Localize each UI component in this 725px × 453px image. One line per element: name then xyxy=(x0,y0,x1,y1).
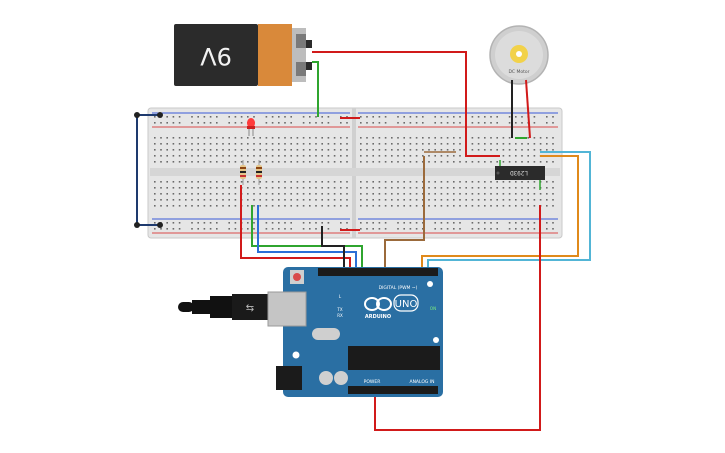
wire-red-resistor xyxy=(240,185,351,272)
breadboard-holes xyxy=(154,116,554,230)
arduino-brand-text: ARDUINO xyxy=(365,314,391,320)
power-label: POWER xyxy=(364,379,381,385)
wire-cyan xyxy=(427,151,591,272)
battery-label: 9V xyxy=(200,42,232,70)
dc-motor[interactable]: DC Motor xyxy=(489,25,549,85)
wire-motor-red xyxy=(525,79,531,139)
wire-green-resistor xyxy=(251,205,363,272)
left-rail-jumper xyxy=(134,112,163,228)
chip-label: L293D xyxy=(510,169,528,176)
wires xyxy=(240,51,591,431)
tx-label: TX xyxy=(336,307,342,312)
resistor-1[interactable] xyxy=(240,160,246,185)
svg-text:⇆: ⇆ xyxy=(246,303,254,314)
wire-red-5v xyxy=(374,205,541,431)
wire-brown xyxy=(384,156,425,272)
wire-battery-negative xyxy=(312,61,319,117)
rx-label: RX xyxy=(337,313,343,318)
analog-label: ANALOG IN xyxy=(409,379,434,385)
usb-cable: ⇆ xyxy=(178,294,268,320)
led-red[interactable] xyxy=(247,118,255,136)
uno-logo-text: UNO xyxy=(395,299,418,310)
wire-blue-resistor xyxy=(257,205,357,272)
resistor-2[interactable] xyxy=(256,160,262,185)
wire-battery-positive xyxy=(312,51,500,157)
wire-orange xyxy=(421,155,579,272)
arduino-uno[interactable]: UNO ARDUINO DIGITAL (PWM ~) POWER ANALOG… xyxy=(267,267,443,397)
motor-label: DC Motor xyxy=(508,69,529,75)
on-led-label: ON xyxy=(430,306,436,311)
wire-black-ground xyxy=(321,226,345,272)
ic-chip[interactable]: L293D xyxy=(495,166,545,180)
arduino-logo xyxy=(364,297,392,311)
l-led-label: L xyxy=(339,294,342,299)
battery-9v[interactable]: 9V xyxy=(174,24,312,86)
digital-label: DIGITAL (PWM ~) xyxy=(379,285,418,291)
